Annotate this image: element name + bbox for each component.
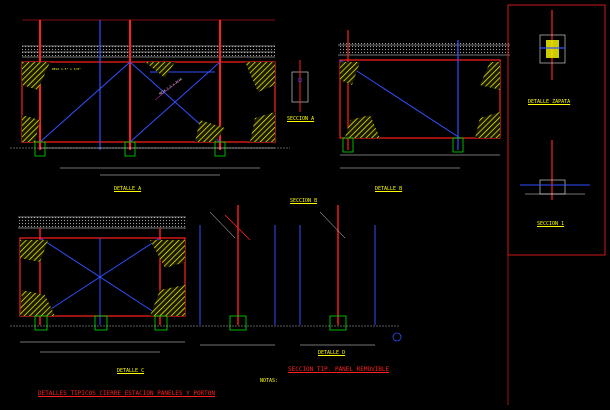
- detalle-zapata-drawing: [507, 4, 606, 256]
- detalle-d-drawing: [199, 205, 402, 346]
- label-detalle-d: DETALLE D: [318, 350, 346, 356]
- label-seccion-1: SECCION 1: [537, 221, 565, 227]
- detalle-a-drawing: REJA 1.5" x 3/8" REJA 1.5 x 3/16: [21, 19, 276, 176]
- svg-text:REJA 1.5" x 3/8": REJA 1.5" x 3/8": [52, 67, 81, 71]
- main-title: DETALLES TIPICOS CIERRE ESTACION PANELES…: [38, 390, 216, 397]
- section-title: SECCION TIP. PANEL REMOVIBLE: [288, 366, 390, 373]
- label-detalle-a: DETALLE A: [114, 186, 142, 192]
- label-detalle-zapata: DETALLE ZAPATA: [528, 99, 571, 105]
- label-seccion-a: SECCION A: [287, 116, 315, 122]
- label-detalle-c: DETALLE C: [117, 368, 145, 374]
- label-detalle-b: DETALLE B: [375, 186, 403, 192]
- svg-text:REJA 1.5 x 3/16: REJA 1.5 x 3/16: [158, 77, 183, 96]
- notes-heading: NOTAS:: [260, 378, 279, 384]
- label-seccion-b: SECCION B: [290, 198, 318, 204]
- detalle-b-drawing: [291, 30, 510, 169]
- detalle-c-drawing: [18, 215, 186, 353]
